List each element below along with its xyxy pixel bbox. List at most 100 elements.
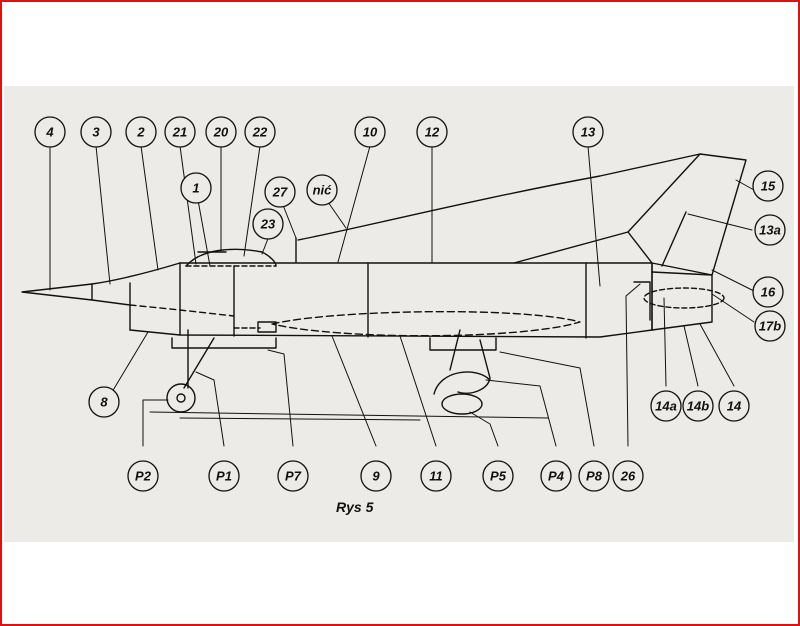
front-landing-gear xyxy=(166,329,277,413)
callout-circle xyxy=(244,116,276,148)
callout-text: 26 xyxy=(620,469,636,484)
callout-circle xyxy=(650,390,682,422)
callout-text: 11 xyxy=(429,469,443,484)
callout-23: 23 xyxy=(252,208,284,240)
vertical-tail xyxy=(513,153,747,276)
callout-circle xyxy=(482,460,514,492)
callout-P5: P5 xyxy=(482,460,514,492)
callout-P7: P7 xyxy=(277,460,309,492)
callout-text: P2 xyxy=(135,469,152,484)
callout-16: 16 xyxy=(752,276,784,308)
wing-outline xyxy=(271,310,581,337)
callout-22: 22 xyxy=(244,116,276,148)
figure-caption: Rys 5 xyxy=(336,499,374,515)
horizontal-stabilizer xyxy=(651,271,713,276)
callout-14b: 14b xyxy=(682,390,714,422)
callout-circle xyxy=(252,208,284,240)
callout-circle xyxy=(752,276,784,308)
callout-17b: 17b xyxy=(754,310,786,342)
exhaust-nozzle xyxy=(643,287,725,309)
callout-4: 4 xyxy=(34,116,66,148)
callout-text: 4 xyxy=(45,125,54,140)
callout-circle xyxy=(754,214,786,246)
callout-circle xyxy=(612,460,644,492)
callout-27: 27 xyxy=(264,176,296,208)
callout-20: 20 xyxy=(205,116,237,148)
callout-1: 1 xyxy=(180,172,212,204)
callout-text: P8 xyxy=(586,469,603,484)
callout-P2: P2 xyxy=(127,460,159,492)
callout-14: 14 xyxy=(718,390,750,422)
callout-text: 27 xyxy=(272,185,288,200)
callout-text: 13a xyxy=(759,223,781,238)
callout-text: 21 xyxy=(172,125,187,140)
callout-P8: P8 xyxy=(578,460,610,492)
callout-text: nić xyxy=(313,183,333,198)
callout-21: 21 xyxy=(164,116,196,148)
callout-13a: 13a xyxy=(754,214,786,246)
callout-circle xyxy=(306,174,338,206)
callout-text: 2 xyxy=(136,125,145,140)
callout-circle xyxy=(682,390,714,422)
callout-text: 20 xyxy=(213,125,229,140)
callout-text: 9 xyxy=(372,469,380,484)
callout-nić: nić xyxy=(306,174,338,206)
callout-text: 22 xyxy=(252,125,268,140)
callout-circle xyxy=(264,176,296,208)
callout-text: 3 xyxy=(92,125,100,140)
callout-circle xyxy=(205,116,237,148)
callout-text: 14b xyxy=(687,399,709,414)
callout-circle xyxy=(754,310,786,342)
callout-circle xyxy=(164,116,196,148)
control-thread xyxy=(297,153,701,241)
callout-12: 12 xyxy=(416,116,448,148)
callout-3: 3 xyxy=(80,116,112,148)
callout-circle xyxy=(88,386,120,418)
callout-text: 23 xyxy=(260,217,276,232)
callout-text: P4 xyxy=(548,469,565,484)
callout-circle xyxy=(127,460,159,492)
callout-circle xyxy=(578,460,610,492)
callout-circle xyxy=(80,116,112,148)
ground-line xyxy=(149,411,549,419)
callout-circle xyxy=(208,460,240,492)
callout-2: 2 xyxy=(125,116,157,148)
leader-lines xyxy=(49,145,757,447)
callout-13: 13 xyxy=(572,116,604,148)
callout-circle xyxy=(718,390,750,422)
callout-text: P1 xyxy=(216,469,232,484)
callout-circle xyxy=(277,460,309,492)
callout-text: 15 xyxy=(761,179,776,194)
callout-circle xyxy=(125,116,157,148)
callout-text: 16 xyxy=(761,285,776,300)
fuselage-outline xyxy=(21,262,713,339)
callout-26: 26 xyxy=(612,460,644,492)
callout-circle xyxy=(540,460,572,492)
callout-8: 8 xyxy=(88,386,120,418)
main-landing-gear xyxy=(429,329,497,415)
callout-text: 14a xyxy=(655,399,677,414)
callout-circle xyxy=(752,170,784,202)
callout-10: 10 xyxy=(354,116,386,148)
callout-text: 1 xyxy=(192,181,199,196)
callout-circle xyxy=(420,460,452,492)
callout-text: 14 xyxy=(727,399,742,414)
callout-9: 9 xyxy=(360,460,392,492)
callout-circle xyxy=(180,172,212,204)
callout-text: 8 xyxy=(100,395,108,410)
callout-text: 12 xyxy=(425,125,440,140)
callout-text: P5 xyxy=(490,469,507,484)
callout-labels: 4 3 2 21 20 22 10 12 13 1 27 nić 23 15 13a 16 17b 8 14a 14b… xyxy=(34,116,786,492)
callout-15: 15 xyxy=(752,170,784,202)
callout-circle xyxy=(354,116,386,148)
canopy xyxy=(185,248,277,267)
callout-text: 13 xyxy=(581,125,596,140)
callout-text: 17b xyxy=(759,319,781,334)
callout-P4: P4 xyxy=(540,460,572,492)
callout-text: P7 xyxy=(285,469,302,484)
callout-circle xyxy=(360,460,392,492)
callout-circle xyxy=(572,116,604,148)
callout-11: 11 xyxy=(420,460,452,492)
callout-14a: 14a xyxy=(650,390,682,422)
